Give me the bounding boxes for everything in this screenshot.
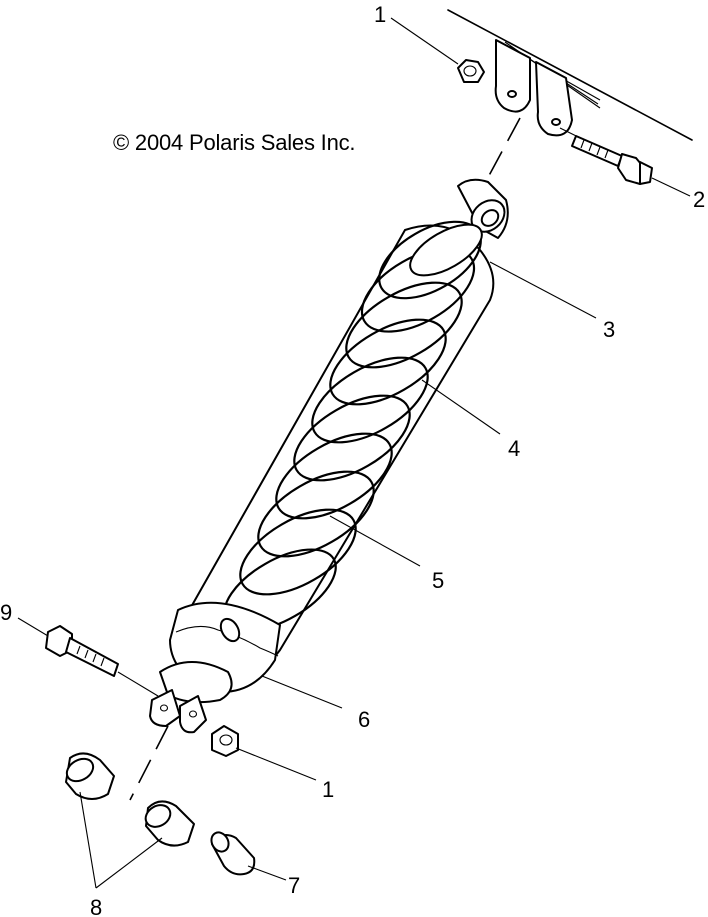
callout-1-bottom: 1 bbox=[322, 777, 334, 802]
copyright-notice: © 2004 Polaris Sales Inc. bbox=[113, 130, 356, 155]
callout-3: 3 bbox=[603, 317, 615, 342]
bolt-lower bbox=[45, 625, 159, 697]
callout-7: 7 bbox=[288, 873, 300, 898]
callout-8: 8 bbox=[90, 895, 102, 917]
callout-5: 5 bbox=[432, 568, 444, 593]
nut-bottom bbox=[211, 725, 239, 757]
callout-6: 6 bbox=[358, 707, 370, 732]
leader-lines bbox=[17, 17, 691, 889]
callout-2: 2 bbox=[693, 187, 705, 212]
callout-4: 4 bbox=[508, 436, 520, 461]
frame-bracket bbox=[447, 9, 693, 141]
upper-centerline bbox=[477, 117, 521, 197]
shock-absorber bbox=[149, 178, 509, 734]
bolt-top bbox=[559, 127, 653, 185]
lower-centerline bbox=[129, 725, 169, 801]
bushing-right bbox=[144, 800, 195, 847]
callout-9: 9 bbox=[0, 600, 12, 625]
sleeve bbox=[210, 831, 256, 876]
nut-top bbox=[457, 59, 485, 83]
callout-1-top: 1 bbox=[374, 2, 386, 27]
bushing-left bbox=[65, 752, 115, 800]
